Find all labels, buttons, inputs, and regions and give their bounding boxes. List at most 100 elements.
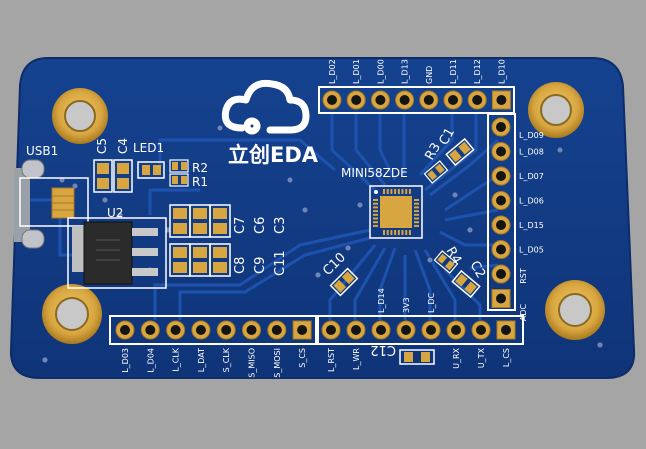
header-bottom-right-label: L_CS bbox=[502, 348, 511, 367]
brand-text: 立创EDA bbox=[228, 143, 319, 167]
header-bottom-left-pin bbox=[191, 320, 211, 340]
header-right-label: ADC bbox=[519, 303, 528, 321]
pcb-board bbox=[9, 57, 636, 379]
header-bottom-left-pin bbox=[216, 320, 236, 340]
header-right-label: L_D09 bbox=[519, 131, 544, 140]
capacitor-c5 bbox=[93, 159, 113, 193]
header-right-pin bbox=[491, 289, 511, 308]
header-bottom-left-label: L_DAT bbox=[197, 348, 206, 372]
capacitor-c2 bbox=[451, 269, 481, 299]
resistor-r1 bbox=[169, 173, 189, 187]
header-bottom-left-pin bbox=[115, 320, 135, 340]
header-top-pin bbox=[395, 90, 415, 110]
header-top-pin bbox=[467, 90, 487, 110]
header-top-pin bbox=[346, 90, 366, 110]
header-bottom-left-label: S_MISO bbox=[248, 348, 257, 378]
header-top-label: L_D11 bbox=[449, 59, 458, 84]
header-bottom-left-label: S_CLK bbox=[222, 347, 231, 372]
header-top-pin bbox=[443, 90, 463, 110]
header-top-label: L_D13 bbox=[401, 59, 410, 84]
header-right-label: L_D15 bbox=[519, 221, 544, 230]
header-bottom-right-label: L_WR bbox=[352, 348, 361, 370]
u2-label: U2 bbox=[107, 206, 123, 220]
header-right-pin bbox=[491, 117, 511, 137]
c12-label: C12 bbox=[370, 342, 396, 357]
header-bottom-left-label: S_MOSI bbox=[273, 348, 282, 378]
header-right-label: L_D07 bbox=[519, 172, 544, 181]
header-right-pin bbox=[491, 142, 511, 161]
header-bottom-right-pin bbox=[421, 320, 441, 340]
resistor-r2 bbox=[169, 159, 189, 173]
voltage-regulator-u2 bbox=[67, 217, 167, 289]
header-bottom-left-pin bbox=[267, 320, 287, 340]
header-bottom-left-pin bbox=[140, 320, 160, 340]
mounting-hole-top-left bbox=[52, 88, 108, 144]
header-bottom-right-pin bbox=[321, 320, 341, 340]
c11-label: C11 bbox=[273, 250, 288, 276]
c9-label: C9 bbox=[253, 257, 268, 274]
header-right-label: RST bbox=[519, 268, 528, 284]
header-bottom-right-outline bbox=[317, 315, 524, 345]
header-bottom-left-pin bbox=[292, 320, 312, 340]
capacitor-c10 bbox=[329, 267, 359, 297]
header-bottom-right-label: L_DC bbox=[427, 292, 436, 313]
resistor-r4 bbox=[433, 250, 459, 274]
header-bottom-right-label: 3V3 bbox=[402, 297, 411, 313]
header-bottom-left-label: L_D03 bbox=[121, 348, 130, 373]
header-bottom-left-label: L_CLK bbox=[172, 347, 181, 372]
c8-label: C8 bbox=[233, 257, 248, 274]
header-right-label: L_D05 bbox=[519, 246, 544, 255]
capacitor-c1 bbox=[445, 137, 475, 167]
header-bottom-left-pin bbox=[242, 320, 261, 340]
header-top-outline bbox=[318, 86, 515, 114]
copper-traces bbox=[30, 112, 499, 320]
r2-label: R2 bbox=[192, 161, 208, 175]
header-bottom-right-pin bbox=[396, 320, 416, 340]
header-bottom-left-label: S_CS bbox=[298, 348, 307, 368]
header-bottom-right-pin bbox=[496, 320, 516, 340]
c6-label: C6 bbox=[253, 217, 268, 234]
header-top-label: L_D00 bbox=[376, 59, 385, 84]
mcu-chip bbox=[369, 185, 423, 239]
r1-label: R1 bbox=[192, 175, 208, 189]
chip-label: MINI58ZDE bbox=[341, 166, 408, 180]
header-right-outline bbox=[487, 113, 516, 311]
mounting-hole-bottom-right bbox=[545, 280, 605, 340]
header-bottom-left-label: L_D04 bbox=[146, 348, 155, 373]
header-right-pin bbox=[491, 191, 511, 210]
header-top-pin bbox=[491, 90, 511, 110]
header-bottom-right-pin bbox=[471, 320, 491, 340]
led-label: LED1 bbox=[133, 141, 164, 155]
header-top-label: L_D02 bbox=[328, 59, 337, 84]
header-top-label: GND bbox=[425, 66, 434, 84]
header-right-label: L_D08 bbox=[519, 148, 544, 157]
header-right-pin bbox=[491, 166, 511, 186]
c3-label: C3 bbox=[273, 217, 288, 234]
header-top-label: L_D12 bbox=[473, 59, 482, 84]
mounting-hole-top-right bbox=[528, 82, 584, 138]
header-bottom-right-label: U_RX bbox=[452, 347, 461, 368]
header-top-pin bbox=[370, 90, 390, 110]
c5-label: C5 bbox=[95, 138, 109, 154]
led1 bbox=[137, 161, 165, 179]
header-right-label: L_D06 bbox=[519, 197, 544, 206]
header-bottom-left-pin bbox=[166, 320, 186, 340]
c7-label: C7 bbox=[233, 217, 248, 234]
c4-label: C4 bbox=[116, 138, 130, 154]
cloud-logo-icon bbox=[221, 79, 310, 135]
header-bottom-right-label: L_D14 bbox=[377, 288, 386, 313]
header-bottom-left-pins: L_D03 L_D04 L_CLK L_DAT S_CLK S_MISO S_MOSI S_C… bbox=[115, 320, 312, 378]
r4-label: R4 bbox=[443, 245, 465, 267]
capacitor-bank-top bbox=[169, 204, 231, 238]
r3-label: R3 bbox=[422, 141, 444, 163]
resistor-r3 bbox=[423, 160, 449, 184]
header-bottom-right-pin bbox=[446, 320, 466, 340]
header-top-label: L_D01 bbox=[352, 59, 361, 84]
header-top-pin bbox=[322, 90, 342, 110]
header-bottom-left-outline bbox=[109, 315, 317, 345]
capacitor-c4 bbox=[113, 159, 133, 193]
